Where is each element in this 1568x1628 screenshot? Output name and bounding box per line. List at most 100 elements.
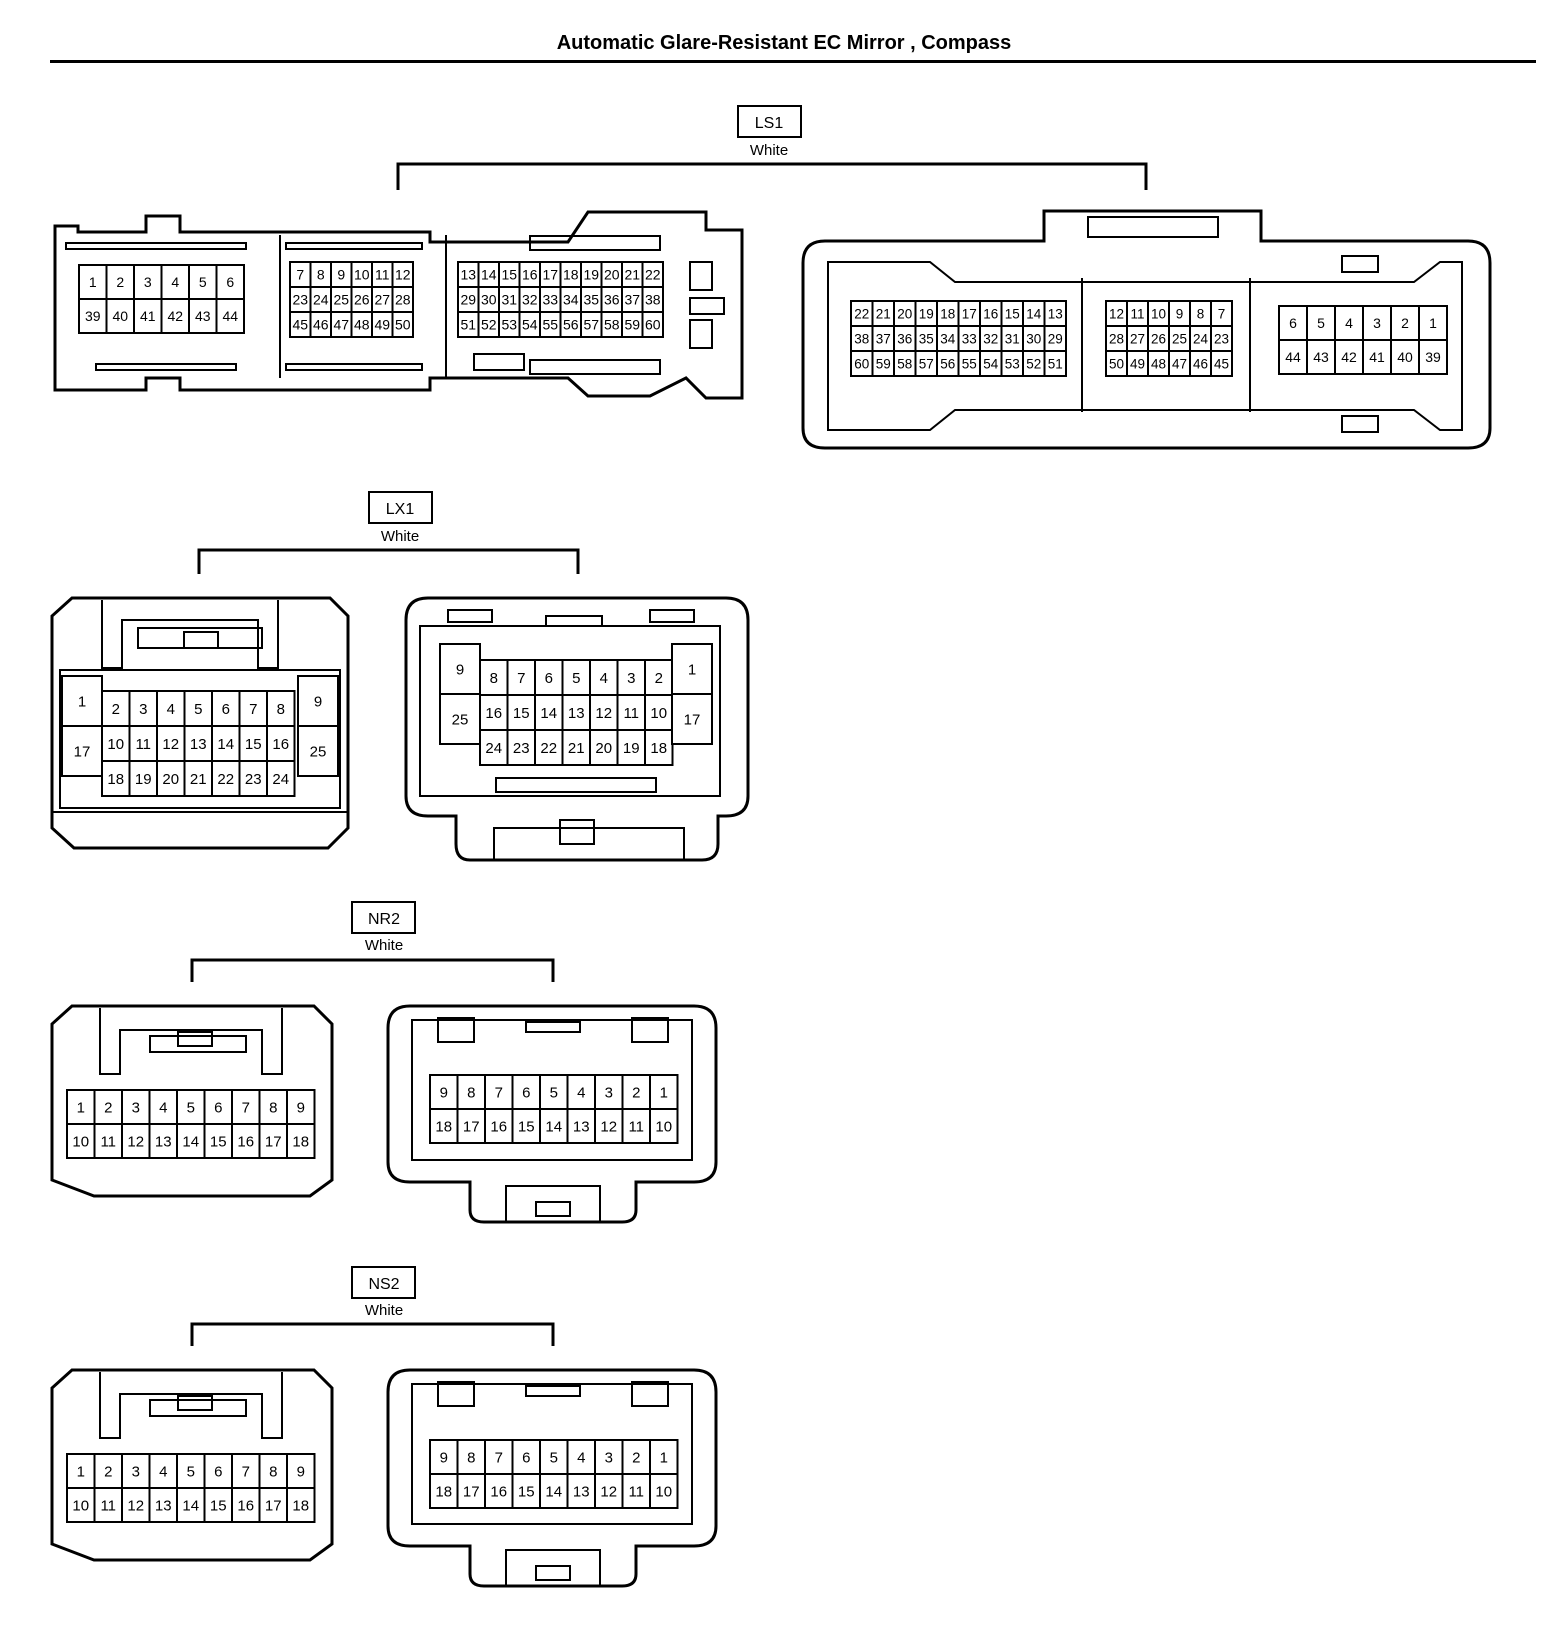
ns2-right-pin-14: 14 (545, 1483, 562, 1500)
lx1-right-pin-20: 20 (595, 740, 612, 757)
nr2-left-pin-14-cell (176, 1123, 206, 1159)
ns2-right-pin-3: 3 (605, 1449, 613, 1466)
ls1-left-pin-6: 6 (226, 274, 234, 290)
ls1-left-pin-18: 18 (563, 267, 579, 283)
lx1-left-pin-18-cell (101, 760, 131, 797)
ls1-right-pin-51-cell (1043, 350, 1067, 377)
lx1-color: White (381, 528, 419, 545)
lx1-right-pin-6-cell (534, 659, 564, 696)
ls1-left-pin-30: 30 (481, 292, 497, 308)
ns2-left-pin-8: 8 (269, 1463, 277, 1480)
lx1-right-pin-3: 3 (627, 670, 635, 687)
nr2-bracket (190, 958, 555, 982)
nr2-right-pin-8-cell (456, 1074, 486, 1110)
lx1-right-pin-23-cell (506, 729, 536, 766)
ls1-left-pin-55: 55 (542, 317, 558, 333)
ls1-right-pin-40: 40 (1397, 349, 1413, 365)
nr2-left-pin-8: 8 (269, 1099, 277, 1116)
ls1-right-pin-13: 13 (1048, 306, 1063, 321)
nr2-left-pin-6-cell (203, 1089, 233, 1125)
ls1-right-pin-40-cell (1390, 339, 1420, 375)
ns2-right-pin-10-cell (649, 1473, 679, 1509)
lx1-right-pin-12: 12 (595, 705, 612, 722)
ls1-right-pin-30: 30 (1026, 331, 1041, 346)
nr2-left-pin-7: 7 (242, 1099, 250, 1116)
ls1-left-pin-6-cell (215, 264, 245, 300)
ls1-left-pin-59: 59 (624, 317, 640, 333)
lx1-left-pin-24: 24 (272, 771, 289, 788)
lx1-left-pin-13: 13 (190, 736, 207, 753)
ls1-right-pin-5: 5 (1317, 315, 1325, 331)
nr2-left-pin-3-cell (121, 1089, 151, 1125)
ls1-right-pin-45: 45 (1214, 356, 1229, 371)
ns2-left-pin-4: 4 (159, 1463, 167, 1480)
ls1-right-pin-34: 34 (940, 331, 956, 346)
lx1-left-pin-19: 19 (135, 771, 152, 788)
ns2-right-pin-9-cell (429, 1439, 459, 1475)
ls1-left-pin-16: 16 (522, 267, 538, 283)
ls1-right-pin-53: 53 (1005, 356, 1020, 371)
lx1-left-pin-13-cell (183, 725, 213, 762)
ns2-left-pin-16-cell (231, 1487, 261, 1523)
ls1-right-pin-44-cell (1278, 339, 1308, 375)
ls1-left-pin-2-cell (105, 264, 135, 300)
nr2-left-pin-17: 17 (265, 1133, 282, 1150)
lx1-left-pin-6: 6 (222, 701, 230, 718)
ls1-left-pin-2: 2 (116, 274, 124, 290)
nr2-right-pin-1: 1 (660, 1084, 668, 1101)
nr2-right-pin-13: 13 (573, 1118, 590, 1135)
ls1-left-pin-25: 25 (333, 292, 349, 308)
ls1-left-pin-7: 7 (296, 267, 304, 283)
lx1-left-pin-16: 16 (272, 736, 289, 753)
ls1-left-pin-41-cell (133, 298, 163, 334)
ls1-left-pin-12: 12 (395, 267, 411, 283)
lx1-left-housing (50, 596, 350, 850)
ls1-label: LS1 (755, 115, 784, 132)
page-title: Automatic Glare-Resistant EC Mirror , Co… (556, 32, 1012, 54)
lx1-right-pin-19: 19 (623, 740, 640, 757)
ns2-right-pin-5: 5 (550, 1449, 558, 1466)
ls1-right-pin-45-cell (1210, 350, 1233, 377)
ls1-label-box (737, 105, 802, 138)
lx1-left-pin-16-cell (266, 725, 296, 762)
ls1-left-pin-39-cell (78, 298, 108, 334)
lx1-right-pin-21-cell (561, 729, 591, 766)
ls1-right-pin-51: 51 (1048, 356, 1063, 371)
ls1-right-pin-1-cell (1418, 305, 1448, 341)
lx1-right-pin-9-cell (439, 643, 481, 695)
ns2-right-pin-4-cell (566, 1439, 596, 1475)
lx1-right-pin-22: 22 (540, 740, 557, 757)
ls1-left-pin-39: 39 (85, 308, 101, 324)
lx1-left-pin-2: 2 (112, 701, 120, 718)
lx1-left-pin-23: 23 (245, 771, 262, 788)
lx1-left-pin-1: 1 (78, 693, 86, 710)
ns2-left-pin-2-cell (93, 1453, 123, 1489)
ls1-right-pin-57: 57 (919, 356, 934, 371)
ns2-left-pin-5: 5 (187, 1463, 195, 1480)
ns2-right-pin-15-cell (511, 1473, 541, 1509)
nr2-right-pin-6: 6 (522, 1084, 530, 1101)
ns2-left-pin-12: 12 (127, 1497, 144, 1514)
ls1-left-pin-44-cell (215, 298, 245, 334)
ls1-right-pin-27: 27 (1130, 331, 1145, 346)
nr2-left-pin-11-cell (93, 1123, 123, 1159)
nr2-left-pin-13: 13 (155, 1133, 172, 1150)
ls1-right-pin-21: 21 (876, 306, 891, 321)
ls1-left-pin-9: 9 (337, 267, 345, 283)
lx1-right-pin-11: 11 (623, 705, 639, 722)
ls1-right-pin-8: 8 (1197, 306, 1205, 321)
ns2-left-pin-16: 16 (237, 1497, 254, 1514)
nr2-left-pin-2-cell (93, 1089, 123, 1125)
ns2-bracket (190, 1322, 555, 1346)
ls1-right-pin-11: 11 (1130, 306, 1144, 321)
ls1-left-pin-19: 19 (583, 267, 599, 283)
ls1-left-pin-35: 35 (583, 292, 599, 308)
ns2-right-pin-12: 12 (600, 1483, 617, 1500)
nr2-right-pin-17: 17 (463, 1118, 480, 1135)
